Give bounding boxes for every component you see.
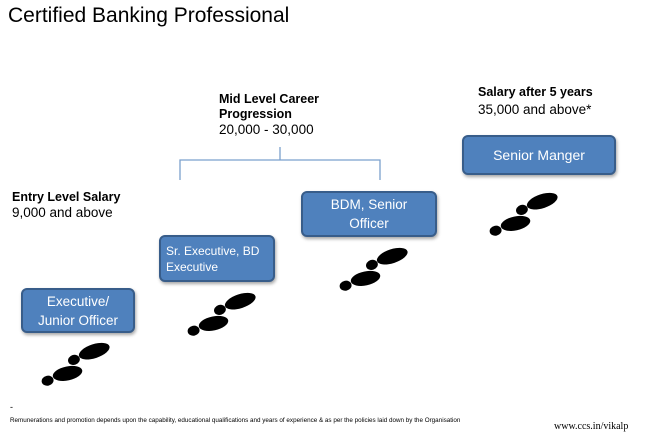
footnote-dash: - [10,402,13,412]
senior-manager-box-label: Senior Manger [493,147,585,163]
senior-salary-value: 35,000 and above* [478,102,592,117]
bdm-senior-officer-box: BDM, Senior Officer [301,191,437,237]
entry-level-salary: Entry Level Salary 9,000 and above [12,190,120,221]
website-url: www.ccs.in/vikalp [554,421,629,432]
footprints-icon [187,292,256,336]
footprints-icon [41,342,110,386]
bdm-box-line2: Officer [349,216,389,231]
sr-exec-box-line1: Sr. Executive, BD [166,243,260,258]
mid-level-label-line2: Progression [219,107,292,121]
bdm-box-line1: BDM, Senior [330,197,408,212]
executive-junior-officer-box: Executive/ Junior Officer [21,288,135,333]
senior-salary: Salary after 5 years 35,000 and above* [478,85,593,118]
sr-executive-box: Sr. Executive, BD Executive [159,235,275,282]
mid-level-salary: Mid Level Career Progression 20,000 - 30… [219,92,319,138]
footprints-icon [339,247,408,291]
senior-manager-box: Senior Manger [462,135,616,175]
executive-box-line2: Junior Officer [37,312,119,328]
footnote: Remunerations and promotion depends upon… [10,417,461,424]
sr-exec-box-line2: Executive [166,259,219,274]
page-title: Certified Banking Professional [8,4,290,27]
entry-level-value: 9,000 and above [12,205,113,220]
senior-salary-label: Salary after 5 years [478,85,593,99]
mid-level-label-line1: Mid Level Career [219,92,320,106]
executive-box-line1: Executive/ [46,293,110,309]
entry-level-label: Entry Level Salary [12,190,121,204]
mid-level-value: 20,000 - 30,000 [219,122,314,137]
footprints-icon [489,192,558,236]
